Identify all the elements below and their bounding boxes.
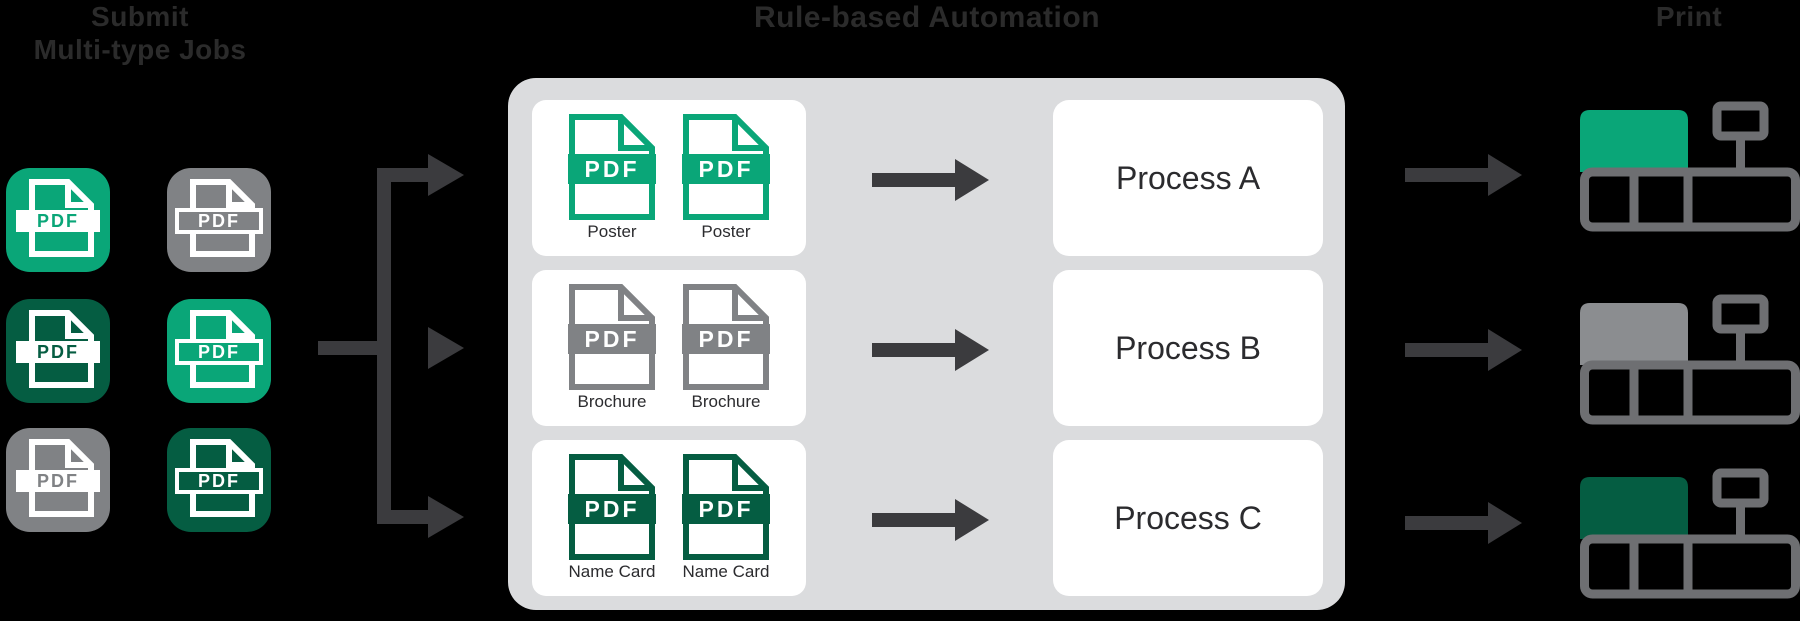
document-type-label: Brochure	[577, 392, 647, 411]
arrow-right-icon	[872, 159, 989, 201]
printer-press-c-icon	[1580, 467, 1800, 599]
arrow-right-icon	[1405, 502, 1522, 544]
pdf-badge-label: PDF	[699, 156, 754, 182]
pdf-badge-label: PDF	[585, 156, 640, 182]
automation-panel: PDF Poster PDF Poster P	[508, 78, 1345, 610]
pdf-badge-label: PDF	[37, 342, 79, 362]
pdf-badge-label: PDF	[198, 471, 240, 491]
arrow-right-icon	[1405, 154, 1522, 196]
submit-jobs-title: Submit Multi-type Jobs	[0, 0, 280, 66]
printer-press-b-icon	[1580, 293, 1800, 425]
pdf-job-tile-name-card-icon: PDF	[167, 428, 271, 532]
pdf-job-tile-brochure-icon: PDF	[6, 428, 110, 532]
arrow-right-icon	[872, 329, 989, 371]
process-box-b: Process B	[1053, 270, 1323, 426]
document-type-label: Name Card	[568, 562, 656, 581]
pdf-badge-label: PDF	[198, 211, 240, 231]
document-type-label: Poster	[701, 222, 751, 241]
pdf-badge-label: PDF	[699, 326, 754, 352]
pdf-job-tile-poster-icon: PDF	[167, 299, 271, 403]
arrow-right-icon	[1405, 329, 1522, 371]
pdf-document-brochure-icon: PDF Brochure	[682, 284, 770, 412]
process-box-c: Process C	[1053, 440, 1323, 596]
pdf-document-poster-icon: PDF Poster	[682, 114, 770, 242]
document-type-label: Poster	[587, 222, 637, 241]
pdf-badge-label: PDF	[198, 342, 240, 362]
sorted-group-poster: PDF Poster PDF Poster	[532, 100, 806, 256]
sorted-group-brochure: PDF Brochure PDF Brochure	[532, 270, 806, 426]
submit-title-line1: Submit	[91, 1, 189, 32]
pdf-badge-label: PDF	[585, 496, 640, 522]
pdf-document-name-card-icon: PDF Name Card	[568, 454, 656, 582]
job-tiles-grid: PDF PDF PDF	[6, 168, 272, 533]
pdf-badge-label: PDF	[585, 326, 640, 352]
document-type-label: Brochure	[691, 392, 761, 411]
arrow-right-icon	[872, 499, 989, 541]
pdf-badge-label: PDF	[37, 211, 79, 231]
printer-press-a-icon	[1580, 100, 1800, 232]
submit-title-line2: Multi-type Jobs	[33, 34, 247, 66]
pdf-badge-label: PDF	[37, 471, 79, 491]
document-type-label: Name Card	[682, 562, 770, 581]
process-box-a: Process A	[1053, 100, 1323, 256]
pdf-document-name-card-icon: PDF Name Card	[682, 454, 770, 582]
sorted-group-name-card: PDF Name Card PDF Name Card	[532, 440, 806, 596]
automation-title: Rule-based Automation	[753, 1, 1101, 34]
pdf-job-tile-brochure-icon: PDF	[167, 168, 271, 272]
pdf-job-tile-name-card-icon: PDF	[6, 299, 110, 403]
print-title: Print	[1655, 1, 1723, 32]
pdf-job-tile-poster-icon: PDF	[6, 168, 110, 272]
pdf-document-brochure-icon: PDF Brochure	[568, 284, 656, 412]
pdf-badge-label: PDF	[699, 496, 754, 522]
pdf-document-poster-icon: PDF Poster	[568, 114, 656, 242]
branch-connector-arrows	[318, 154, 464, 538]
